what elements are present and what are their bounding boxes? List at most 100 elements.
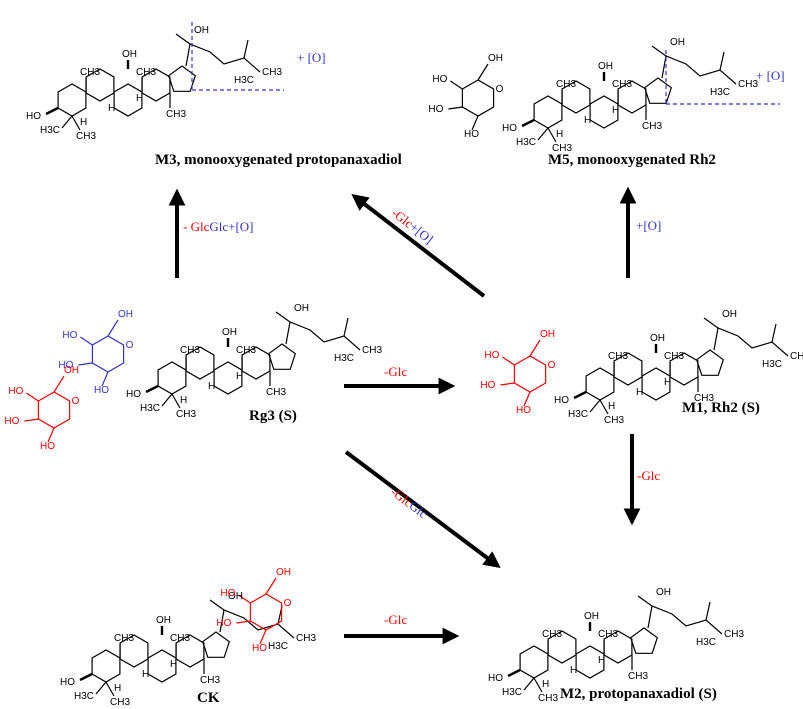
m1-methyl [771,323,777,343]
m5-terminal-methyl: H3C [710,87,731,98]
m3-side-chain [185,43,261,73]
rg3-ring-0 [157,361,187,395]
m2-gem-methyl-a: H3C [502,687,523,698]
m2-h-c: H [542,679,550,690]
ck-gem-1 [95,681,107,695]
m3-gem-methyl-a: H3C [40,125,61,136]
rg3-inner-glucose-oh-bond-2 [78,362,93,366]
m2-terminal-methyl: H3C [696,637,717,648]
ck-gem-methyl-b: CH3 [110,697,131,708]
m1-h-c: H [608,401,616,412]
m5-glucose-hydroxyl-6: OH [488,53,503,64]
rg3-label: Rg3 (S) [249,408,297,424]
m1-glucose-ring-oxygen: O [547,360,556,371]
m2-ring-0 [519,645,549,679]
rg3-c3-bond [145,384,159,394]
m5-c20-hydroxyl: OH [670,37,685,48]
ck-gem-methyl-a: H3C [74,691,95,702]
m5-gem-methyl-a: H3C [516,137,537,148]
ck-h-c: H [114,683,122,694]
m1-c3-bond [573,390,587,400]
rg3-inner-glucose-ch2oh-bond [107,319,119,337]
m5-c3-hydroxyl: HO [502,123,517,134]
m1-glucose-oh-bond-3 [523,391,531,407]
m3-c3-hydroxyl: HO [26,111,41,122]
ck-c20-hydroxyl: OH [228,591,243,602]
m2-c12-hydroxyl: OH [584,611,599,622]
rg3-inner-glucose-hydroxyl-2: HO [58,360,74,371]
rg3-h-b: H [236,371,244,382]
m1-ring-3 [669,352,699,386]
m1-c3-hydroxyl: HO [554,395,569,406]
ck-glucose-oh-bond-2 [236,620,251,624]
m2-terminal-methyl-b: CH3 [724,629,745,640]
rg3-outer-glucose-hydroxyl-2: HO [4,416,20,427]
ck-glucose-hydroxyl-6: OH [276,567,291,578]
rg3-outer-glucose-hydroxyl-1: HO [8,386,24,397]
m1-ring-methyl-c: CH3 [694,393,715,404]
m1-to-m2-label: -Glc [637,468,661,483]
m2-c3-bond [507,668,521,678]
m1-gem-methyl-b: CH3 [604,415,625,426]
m3-gem-methyl-b: CH3 [76,131,97,142]
rg3-outer-glucose-oh-bond-2 [24,418,39,422]
m5-ring-3 [617,80,647,114]
m5-ring-methyl-a: CH3 [556,79,577,90]
m1-gem-methyl-a: H3C [568,409,589,420]
m3-methyl-c20 [175,33,191,45]
m5-gem-1 [537,127,549,141]
ck-terminal-methyl-b: CH3 [296,633,317,644]
m1-glucose-oh-bond-1 [502,356,515,366]
m5-ring-0 [533,95,563,129]
m1-side-chain [713,327,789,357]
rg3-to-m2-arrow [344,450,501,569]
ck-ring-methyl-c: CH3 [200,675,221,686]
rg3-terminal-methyl: H3C [334,353,355,364]
m1-c20-hydroxyl: OH [722,309,737,320]
m5-glucose-ring-oxygen: O [495,84,504,95]
rg3-outer-glucose-pyranose-ring [37,391,71,429]
m5-h-b: H [612,105,620,116]
m5-methyl-c20 [651,45,667,57]
rg3-outer-glucose-hydroxyl-6: OH [64,365,79,376]
m1-to-m5-label: +[O] [636,218,662,233]
ck-h-b: H [170,659,178,670]
m5-glucose-oh-bond-2 [448,106,463,110]
ck-ring-0 [91,649,121,683]
rg3-to-m1-label: -Glc [384,364,408,379]
ck-ring-1 [119,634,149,668]
ck-c3-hydroxyl: HO [60,677,75,688]
ck-h-a: H [142,669,150,680]
m3-ring-methyl-c: CH3 [166,109,187,120]
ck-glucose-oh-bond-1 [238,594,251,604]
m5-glucose-oh-bond-3 [471,115,479,131]
rg3-side-chain [285,321,361,351]
m5-side-chain [661,55,737,85]
m5-gem-2 [547,127,557,143]
rg3-to-m3-part2: Glc+[O] [209,219,254,234]
rg3-outer-glucose-oh-bond-3 [47,427,55,443]
rg3-outer-glucose-hydroxyl-3: HO [40,441,55,452]
m2-methyl [705,601,711,621]
rg3-c3-hydroxyl: HO [126,389,141,400]
m1-h-b: H [664,377,672,388]
ck-to-m2-label: -Glc [384,612,408,627]
m2-ring-methyl-b: CH3 [598,629,619,640]
rg3-inner-glucose-hydroxyl-1: HO [62,330,78,341]
m2-ring-d [629,627,659,654]
m3-c12-hydroxyl: OH [122,49,137,60]
m2-gem-1 [523,677,535,691]
rg3-inner-glucose-oh-bond-1 [80,336,93,346]
m1-label: M1, Rh2 (S) [682,400,760,416]
m5-oxygen-note: + [O] [756,68,785,83]
rg3-inner-glucose-hydroxyl-6: OH [118,309,133,320]
m5-ring-methyl-c: CH3 [642,121,663,132]
rg3-ring-methyl-b: CH3 [236,345,257,356]
m1-glucose-hydroxyl-6: OH [540,329,555,340]
m1-glucose-hydroxyl-3: HO [516,405,531,416]
m5-gem-methyl-b: CH3 [552,143,573,154]
ck-glucose-hydroxyl-1: HO [220,588,236,599]
m2-methyl-c20 [637,595,653,607]
m1-terminal-methyl: H3C [762,359,783,370]
rg3-to-m3-label: - GlcGlc+[O] [183,219,254,235]
